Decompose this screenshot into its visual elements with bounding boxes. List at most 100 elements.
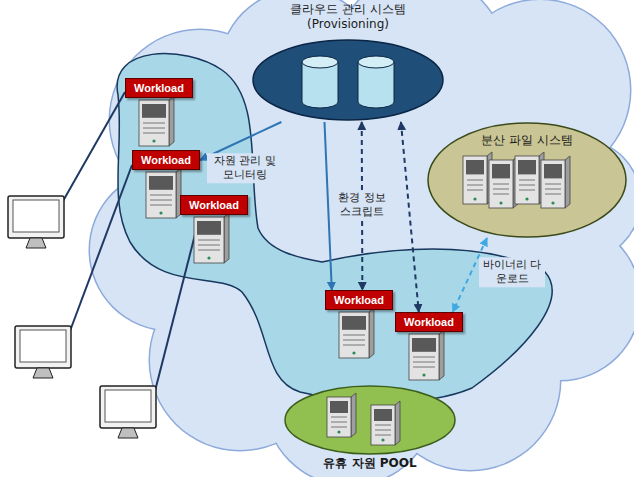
server-side <box>439 330 444 380</box>
workload-box: Workload <box>395 312 463 332</box>
server-led <box>499 201 502 204</box>
server-slot <box>375 425 391 426</box>
server-led <box>551 201 554 204</box>
server-led <box>381 438 384 441</box>
box-label: Workload <box>189 199 239 211</box>
server-side <box>369 308 374 358</box>
client-link <box>155 219 199 391</box>
server-slot <box>150 200 172 201</box>
server-body <box>409 334 439 380</box>
server-slot <box>413 357 435 358</box>
server-body <box>327 397 351 437</box>
server-led <box>207 256 210 259</box>
server-body <box>194 217 224 263</box>
server-panel <box>197 221 221 235</box>
server-led <box>525 197 528 200</box>
server-slot <box>493 184 509 185</box>
pool-outline <box>285 386 455 454</box>
resource-pool: 유휴 자원 POOL <box>283 383 457 473</box>
box-label: Workload <box>404 316 454 328</box>
server-slot <box>150 205 172 206</box>
management-system: 클라우드 관리 시스템 (Provisioning) <box>250 0 446 122</box>
client-monitors <box>8 92 199 438</box>
server-slot <box>545 184 561 185</box>
server-slot <box>143 133 165 134</box>
database-cylinder <box>358 56 394 108</box>
server-side <box>565 156 570 208</box>
server-slot <box>519 190 535 191</box>
server-slot <box>343 340 365 341</box>
workload-box: Workload <box>180 195 248 215</box>
server-slot <box>413 362 435 363</box>
cylinder-body <box>302 62 338 108</box>
server-led <box>422 373 425 376</box>
server-slot <box>143 128 165 129</box>
server-slot <box>519 180 535 181</box>
server-body <box>146 172 176 218</box>
server-led <box>159 211 162 214</box>
box-label: Workload <box>141 154 191 166</box>
server-slot <box>198 240 220 241</box>
edge-label: 자원 관리 및 모니터링 <box>207 153 283 183</box>
server-panel <box>544 164 562 178</box>
server-side <box>395 401 400 445</box>
monitor-screen <box>13 200 59 232</box>
server-body <box>541 160 565 208</box>
server-panel <box>330 401 348 413</box>
server-slot <box>331 417 347 418</box>
server-slot <box>413 367 435 368</box>
server-side <box>169 96 174 146</box>
server-slot <box>467 180 483 181</box>
server-panel <box>466 160 484 174</box>
server-tower <box>489 156 518 208</box>
connector-arrow <box>324 122 331 290</box>
server-panel <box>518 160 536 174</box>
node-heading: 분산 파일 시스템 <box>427 122 627 149</box>
cylinder-body <box>358 62 394 108</box>
server-tower <box>463 152 492 204</box>
server-tower <box>339 308 374 358</box>
server-slot <box>331 422 347 423</box>
server-slot <box>375 435 391 436</box>
server-slot <box>343 335 365 336</box>
server-slot <box>545 194 561 195</box>
monitor-screen <box>20 330 66 362</box>
monitor-stand <box>33 368 53 378</box>
server-panel <box>412 338 436 352</box>
server-slot <box>375 430 391 431</box>
workload-box: Workload <box>325 290 393 310</box>
server-tower <box>327 393 356 437</box>
client-link <box>70 165 132 331</box>
server-side <box>224 213 229 263</box>
server-tower <box>541 156 570 208</box>
monitor-frame <box>100 386 156 428</box>
server-slot <box>467 190 483 191</box>
monitor-screen <box>105 390 151 422</box>
server-tower <box>194 213 229 263</box>
server-tower <box>515 152 544 204</box>
node-heading: 유휴 자원 POOL <box>283 383 457 472</box>
box-label: Workload <box>134 82 184 94</box>
workload-servers <box>139 96 444 380</box>
edge-label: 환경 정보 스크립트 <box>332 190 392 220</box>
file-system-ellipse: 분산 파일 시스템 <box>427 122 627 238</box>
monitor-stand <box>26 238 46 248</box>
server-body <box>463 156 487 204</box>
cylinder-top <box>358 56 394 68</box>
cloud-shape <box>89 0 634 477</box>
server-slot <box>519 185 535 186</box>
edge-label: 바이너리 다운로드 <box>479 257 545 287</box>
monitor-stand <box>118 428 138 438</box>
server-body <box>489 160 513 208</box>
server-tower <box>139 96 174 146</box>
server-led <box>473 197 476 200</box>
server-panel <box>149 176 173 190</box>
server-body <box>139 100 169 146</box>
server-led <box>352 351 355 354</box>
server-slot <box>150 195 172 196</box>
server-led <box>337 430 340 433</box>
server-slot <box>545 189 561 190</box>
server-body <box>339 312 369 358</box>
box-label: Workload <box>334 294 384 306</box>
